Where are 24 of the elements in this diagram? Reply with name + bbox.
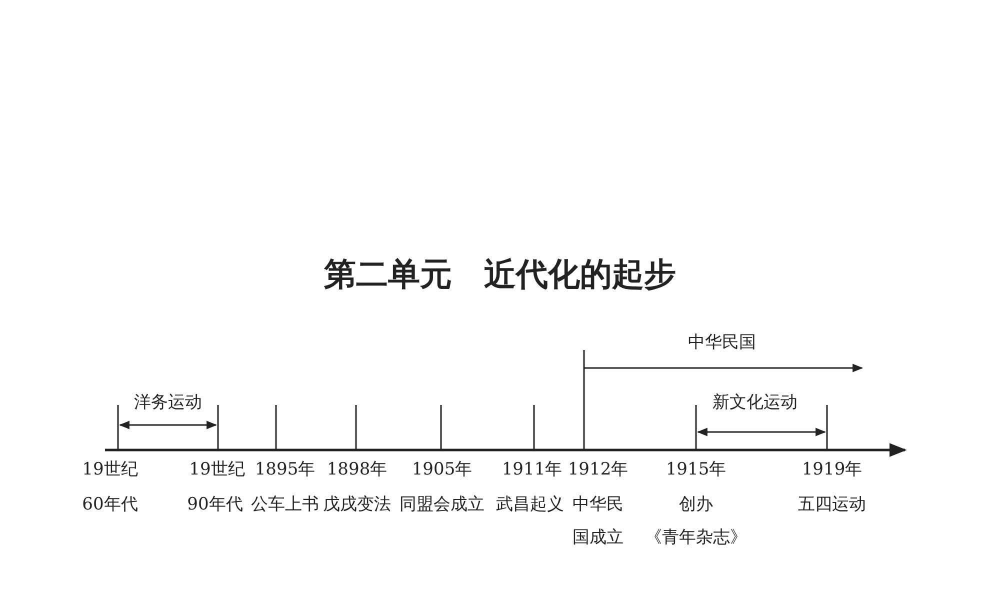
- event-label: 五四运动: [798, 496, 866, 514]
- event-label: 公车上书: [251, 496, 319, 514]
- event-label: 创办: [679, 496, 713, 514]
- period-label: 新文化运动: [712, 394, 798, 412]
- event-label: 1911年: [502, 462, 562, 478]
- event-label: 戊戌变法: [323, 496, 391, 514]
- event-label: 1898年: [326, 462, 388, 478]
- event-label: 同盟会成立: [400, 496, 484, 514]
- event-label: 《青年杂志》: [645, 530, 747, 546]
- event-label: 1912年: [568, 462, 628, 478]
- event-label: 1905年: [412, 462, 472, 478]
- event-label: 1915年: [666, 462, 726, 478]
- event-label: 武昌起义: [496, 496, 564, 514]
- event-label: 国成立: [572, 530, 624, 546]
- event-label: 60年代: [82, 496, 138, 514]
- event-label: 中华民: [572, 496, 624, 514]
- period-label: 中华民国: [688, 334, 756, 352]
- event-label: 1919年: [802, 462, 862, 478]
- event-label: 90年代: [187, 496, 243, 514]
- event-label: 1895年: [254, 462, 316, 478]
- title: 第二单元 近代化的起步: [324, 254, 676, 295]
- period-label: 洋务运动: [134, 394, 202, 412]
- event-label: 19世纪: [82, 462, 138, 478]
- event-label: 19世纪: [189, 462, 245, 478]
